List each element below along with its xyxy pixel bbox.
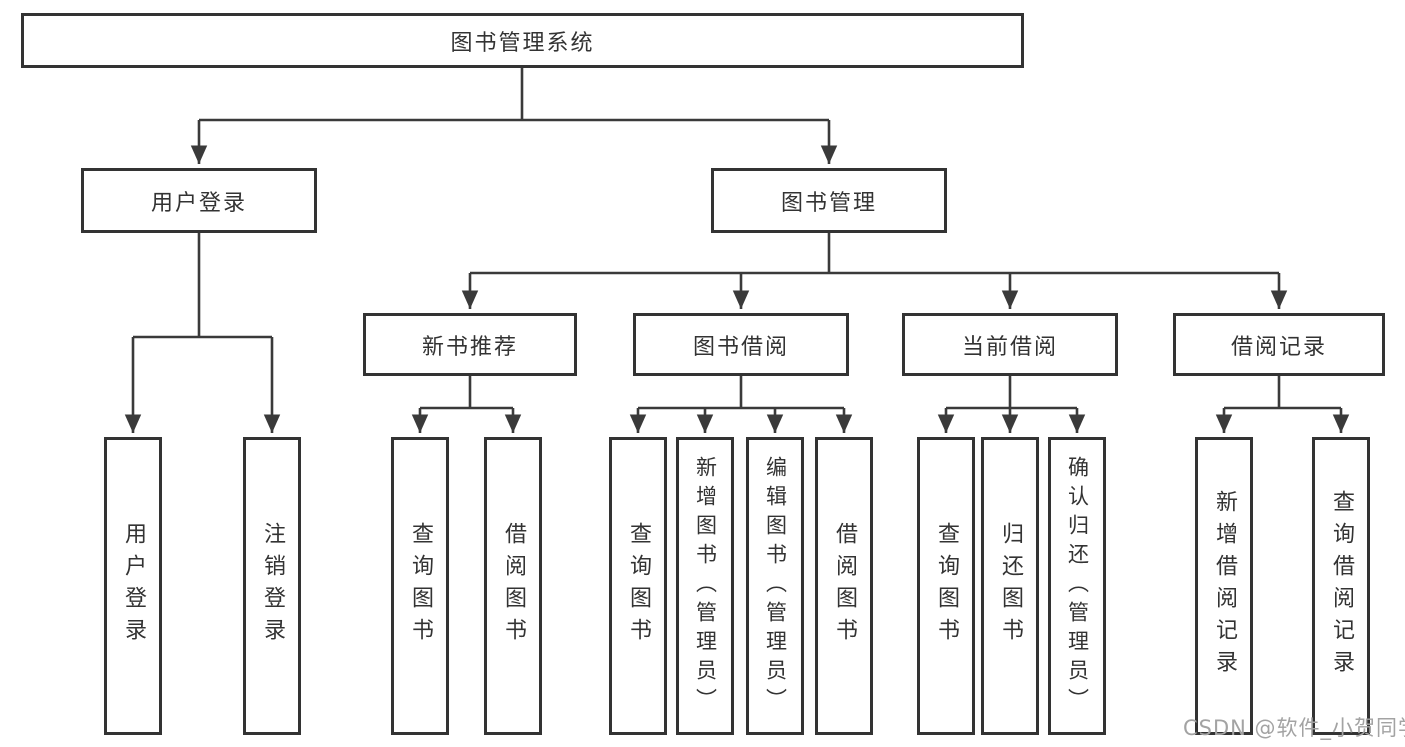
- node-leaf-record-add-label: 新增借阅记录: [1212, 490, 1237, 682]
- node-user-login: 用户登录: [81, 168, 317, 233]
- node-leaf-borrow-add-label: 新增图书（管理员）: [693, 455, 718, 717]
- node-leaf-user-login-label: 用户登录: [121, 522, 146, 650]
- node-leaf-newbook-borrow-label: 借阅图书: [501, 522, 526, 650]
- node-leaf-borrow-borrow-label: 借阅图书: [832, 522, 857, 650]
- node-borrow-record-label: 借阅记录: [1230, 334, 1327, 360]
- node-root-label: 图书管理系统: [450, 30, 595, 56]
- node-book-mgmt-label: 图书管理: [780, 190, 877, 216]
- node-leaf-current-query-label: 查询图书: [934, 522, 959, 650]
- node-book-borrow-label: 图书借阅: [692, 334, 789, 360]
- node-leaf-borrow-edit-label: 编辑图书（管理员）: [763, 455, 788, 717]
- node-leaf-borrow-query: 查询图书: [609, 437, 667, 735]
- node-leaf-newbook-query-label: 查询图书: [408, 522, 433, 650]
- node-current-borrow-label: 当前借阅: [961, 334, 1058, 360]
- node-leaf-current-return: 归还图书: [981, 437, 1039, 735]
- node-leaf-borrow-add: 新增图书（管理员）: [676, 437, 734, 735]
- node-leaf-current-confirm-label: 确认归还（管理员）: [1065, 455, 1090, 717]
- node-leaf-record-add: 新增借阅记录: [1195, 437, 1253, 735]
- node-leaf-current-confirm: 确认归还（管理员）: [1048, 437, 1106, 735]
- node-leaf-newbook-query: 查询图书: [391, 437, 449, 735]
- node-book-borrow: 图书借阅: [633, 313, 849, 376]
- node-leaf-user-login: 用户登录: [104, 437, 162, 735]
- node-leaf-current-return-label: 归还图书: [998, 522, 1023, 650]
- node-leaf-logout: 注销登录: [243, 437, 301, 735]
- node-leaf-current-query: 查询图书: [917, 437, 975, 735]
- node-new-book-rec-label: 新书推荐: [421, 334, 518, 360]
- node-leaf-record-query: 查询借阅记录: [1312, 437, 1370, 735]
- node-leaf-logout-label: 注销登录: [260, 522, 285, 650]
- node-borrow-record: 借阅记录: [1173, 313, 1385, 376]
- node-leaf-record-query-label: 查询借阅记录: [1329, 490, 1354, 682]
- node-user-login-label: 用户登录: [150, 190, 247, 216]
- node-current-borrow: 当前借阅: [902, 313, 1118, 376]
- csdn-watermark: CSDN @软件_小贺同学: [1183, 716, 1405, 740]
- node-root: 图书管理系统: [21, 13, 1024, 68]
- node-leaf-borrow-query-label: 查询图书: [626, 522, 651, 650]
- node-leaf-borrow-edit: 编辑图书（管理员）: [746, 437, 804, 735]
- node-book-mgmt: 图书管理: [711, 168, 947, 233]
- node-leaf-newbook-borrow: 借阅图书: [484, 437, 542, 735]
- node-leaf-borrow-borrow: 借阅图书: [815, 437, 873, 735]
- node-new-book-rec: 新书推荐: [363, 313, 577, 376]
